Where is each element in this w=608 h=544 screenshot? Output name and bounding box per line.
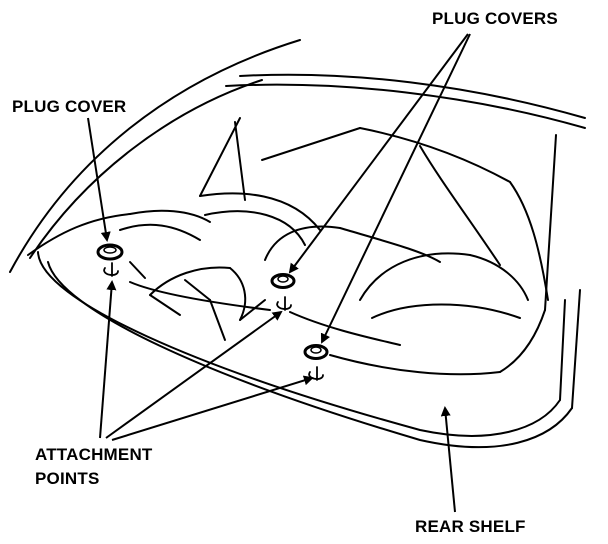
attachment-point-right	[308, 366, 324, 381]
label-attachment-points-line2: POINTS	[35, 469, 100, 488]
plug-cover-right	[303, 344, 329, 360]
interior-outline	[27, 117, 549, 301]
arrow-attachment-middle	[105, 310, 283, 439]
label-attachment-points-line1: ATTACHMENT	[35, 445, 153, 464]
rear-shelf-outline	[37, 251, 581, 449]
arrow-plug-covers-right	[320, 33, 471, 344]
arrow-attachment-left	[99, 280, 117, 439]
arrow-plug-cover-left	[87, 117, 111, 242]
attachment-point-left	[103, 262, 119, 277]
label-plug-cover: PLUG COVER	[12, 97, 126, 116]
plug-cover-middle	[270, 273, 296, 289]
seat-outlines	[119, 192, 529, 341]
arrow-rear-shelf	[440, 406, 456, 513]
label-rear-shelf: REAR SHELF	[415, 517, 526, 536]
attachment-point-middle	[276, 296, 292, 311]
arrow-attachment-right	[111, 375, 314, 441]
label-plug-covers: PLUG COVERS	[432, 9, 558, 28]
arrow-plug-covers-middle	[288, 33, 469, 274]
plug-cover-left	[96, 243, 124, 261]
roof-outline	[9, 39, 586, 311]
